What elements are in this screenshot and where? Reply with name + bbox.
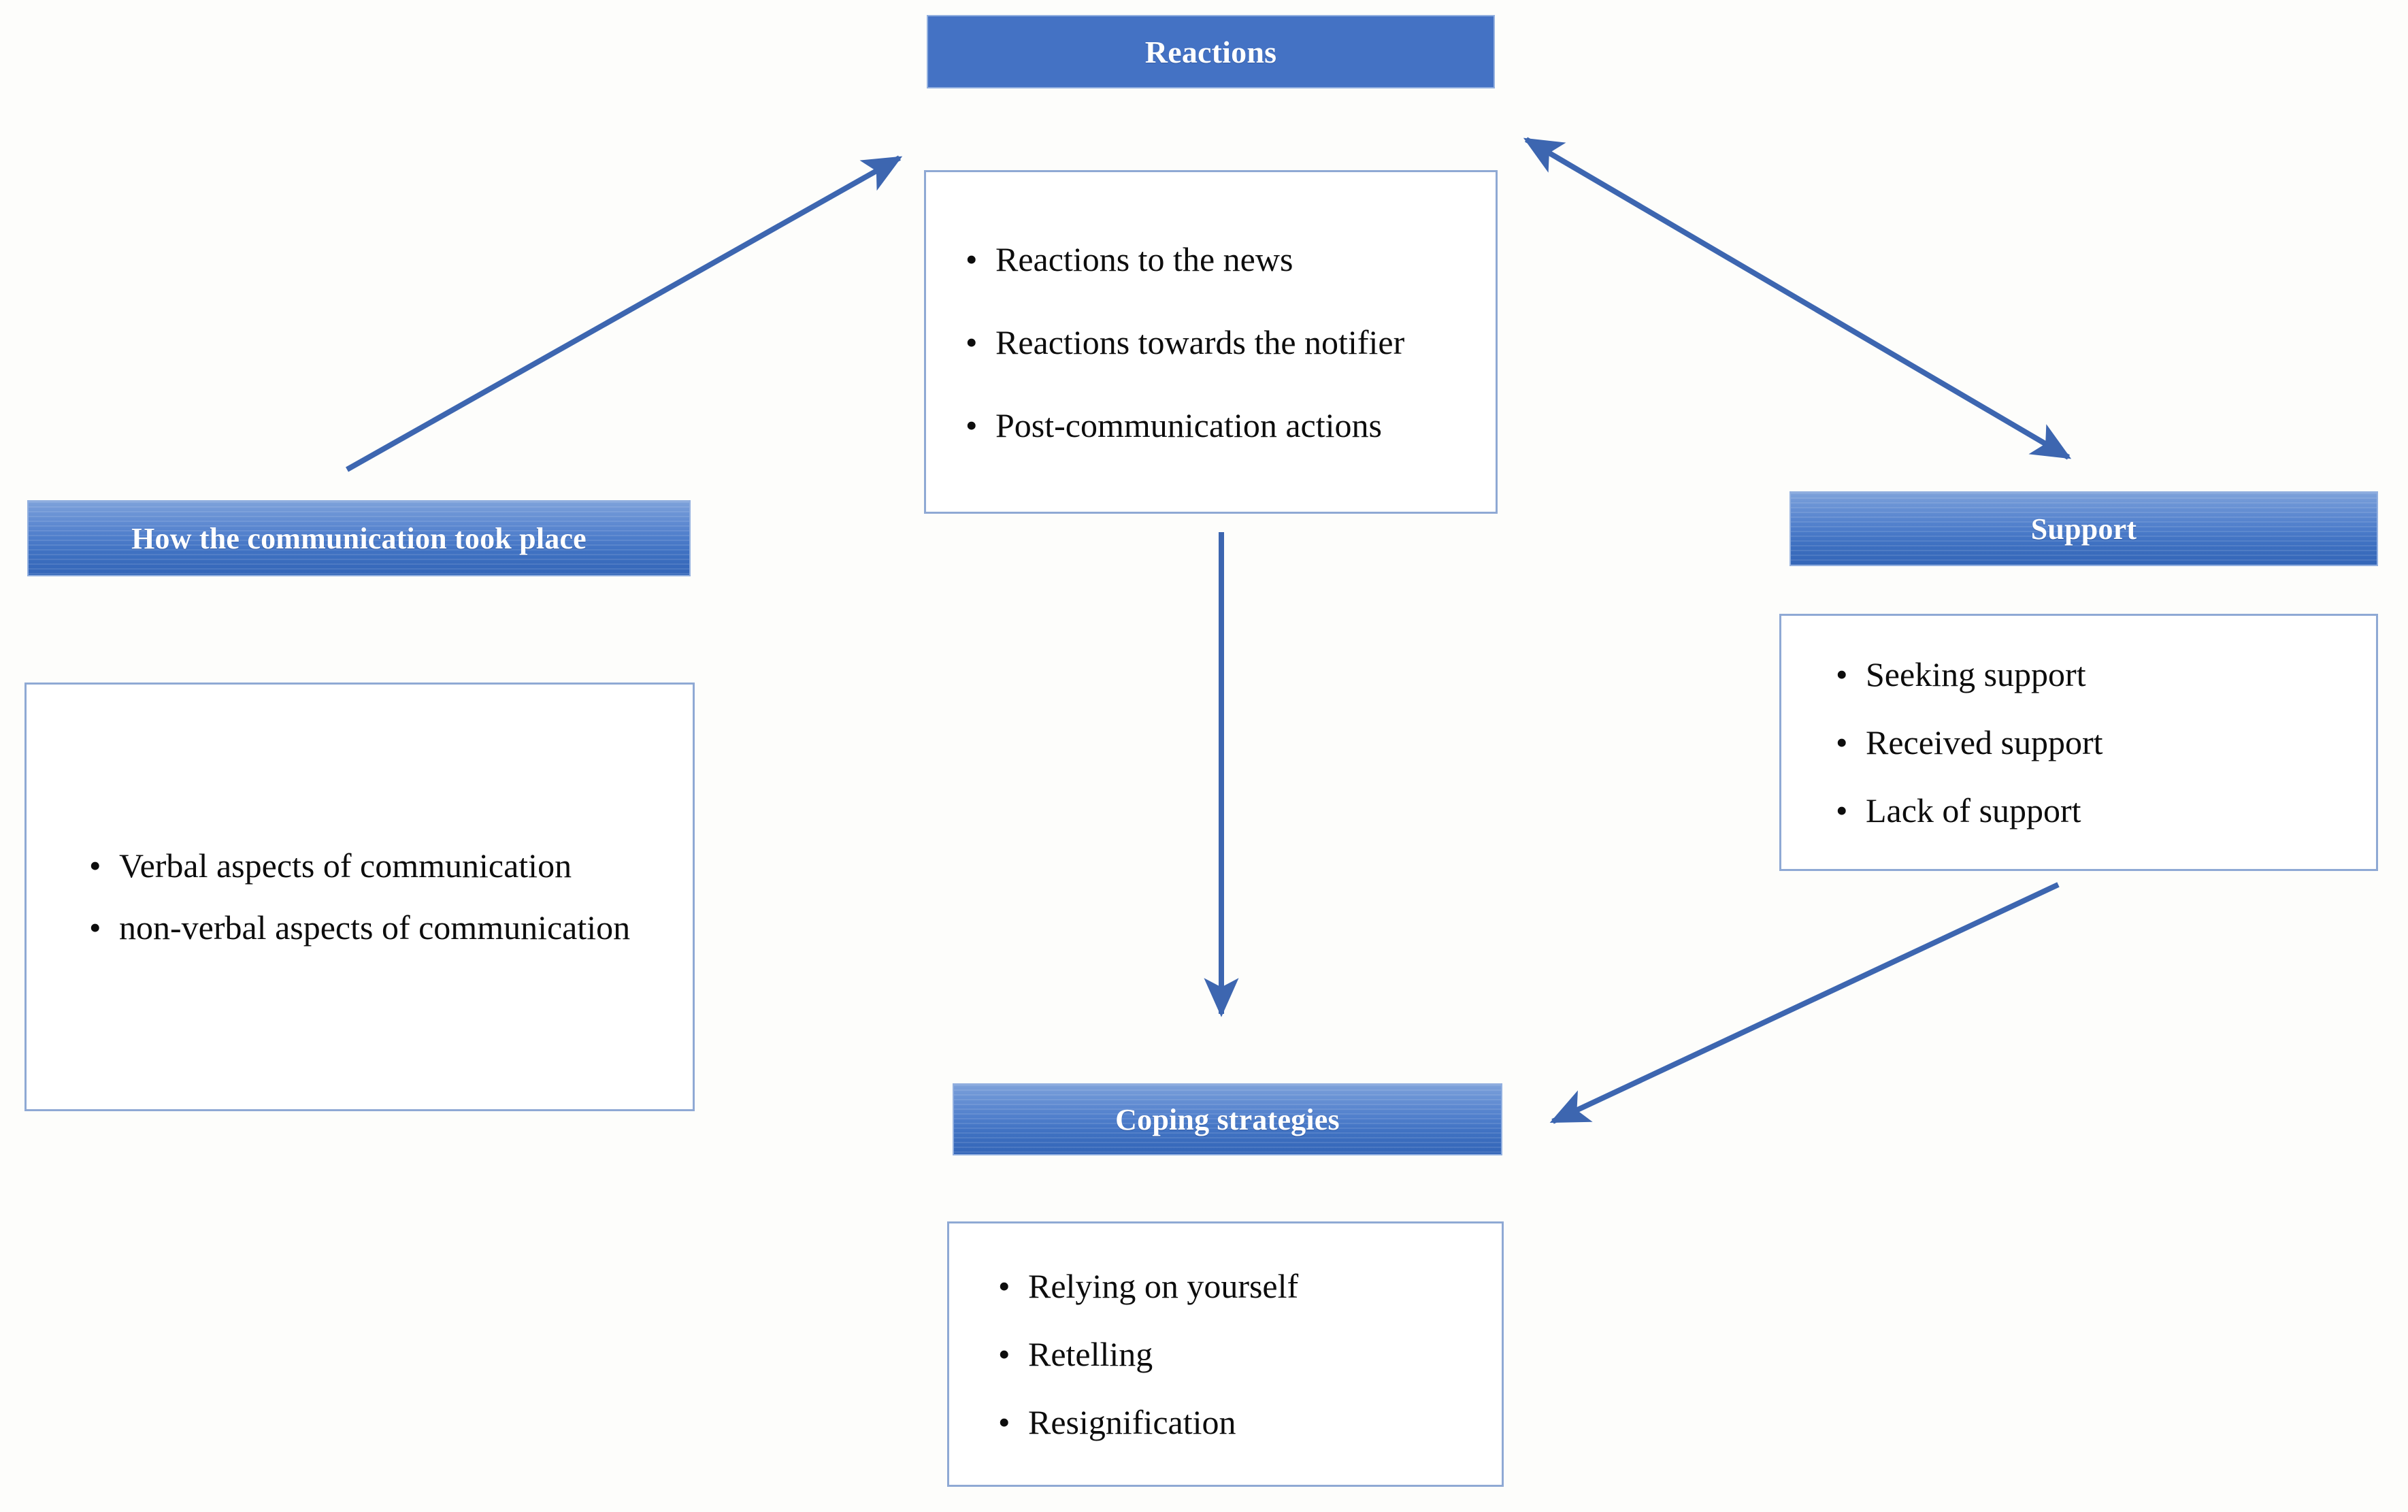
list-item: • Seeking support: [1836, 653, 2376, 696]
bullet-icon: •: [89, 847, 101, 885]
bullet-icon: •: [998, 1335, 1010, 1373]
list-item: • Post-communication actions: [966, 404, 1496, 447]
list-item: • Reactions towards the notifier: [966, 321, 1496, 364]
bullet-list-coping: • Relying on yourself • Retelling • Resi…: [998, 1264, 1502, 1444]
arrow-reactions-to-support: [1523, 137, 2072, 460]
list-item: • Verbal aspects of communication: [89, 844, 660, 888]
list-item: • Resignification: [998, 1400, 1502, 1444]
node-header-reactions[interactable]: Reactions: [927, 15, 1495, 88]
node-body-reactions: • Reactions to the news • Reactions towa…: [924, 170, 1498, 514]
bullet-icon: •: [998, 1267, 1010, 1305]
node-header-support[interactable]: Support: [1789, 491, 2378, 566]
list-item: • Received support: [1836, 721, 2376, 764]
node-title-support: Support: [2030, 512, 2137, 546]
bullet-icon: •: [998, 1403, 1010, 1441]
list-item: • Reactions to the news: [966, 237, 1496, 281]
arrow-support-to-coping: [1549, 882, 2060, 1124]
node-header-communication[interactable]: How the communication took place: [27, 500, 691, 576]
node-title-communication: How the communication took place: [131, 521, 587, 555]
bullet-icon: •: [1836, 655, 1848, 693]
list-item: • Relying on yourself: [998, 1264, 1502, 1308]
bullet-icon: •: [1836, 791, 1848, 829]
list-item: • Retelling: [998, 1332, 1502, 1376]
node-body-support: • Seeking support • Received support • L…: [1779, 614, 2378, 871]
bullet-icon: •: [966, 323, 978, 361]
bullet-icon: •: [966, 240, 978, 278]
bullet-list-reactions: • Reactions to the news • Reactions towa…: [966, 237, 1496, 447]
node-body-communication: • Verbal aspects of communication • non-…: [24, 683, 695, 1111]
node-title-coping: Coping strategies: [1115, 1102, 1340, 1136]
list-item: • Lack of support: [1836, 789, 2376, 832]
bullet-list-support: • Seeking support • Received support • L…: [1836, 653, 2376, 832]
bullet-icon: •: [89, 908, 101, 947]
list-item: • non-verbal aspects of communication: [89, 906, 660, 950]
node-header-coping[interactable]: Coping strategies: [953, 1083, 1502, 1155]
arrow-communication-to-reactions: [346, 155, 903, 472]
node-title-reactions: Reactions: [1144, 34, 1277, 69]
bullet-icon: •: [1836, 723, 1848, 761]
bullet-list-communication: • Verbal aspects of communication • non-…: [89, 844, 660, 950]
node-body-coping: • Relying on yourself • Retelling • Resi…: [947, 1221, 1504, 1487]
bullet-icon: •: [966, 406, 978, 444]
